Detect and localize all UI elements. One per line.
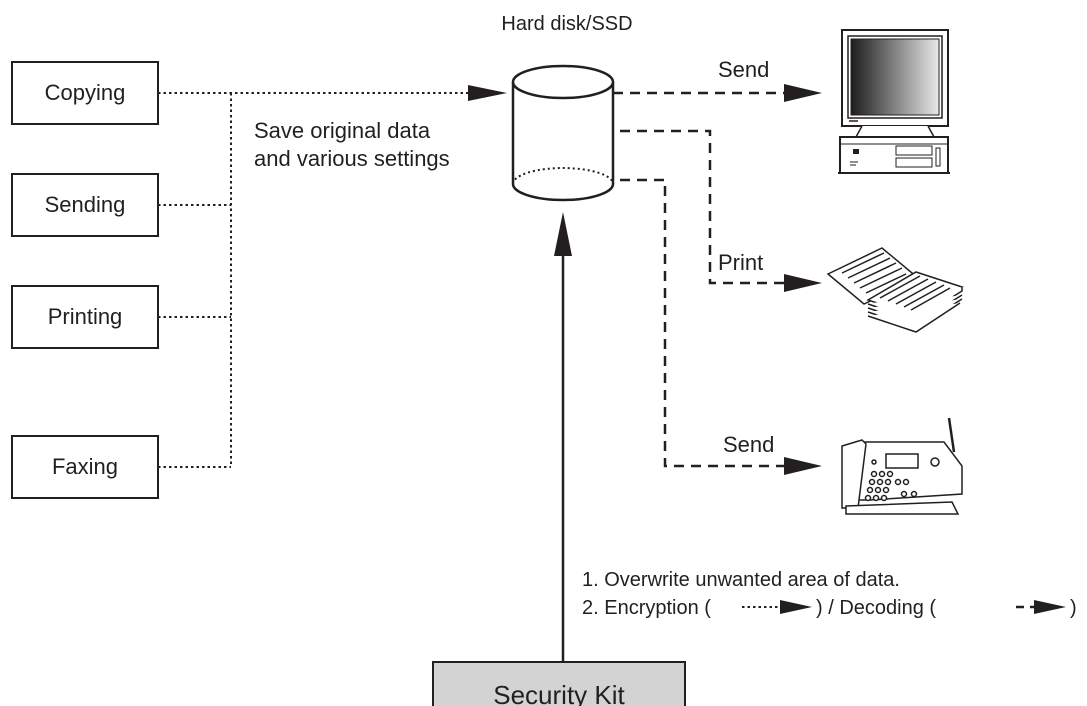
output-send-fax-label: Send	[723, 432, 774, 457]
paper-stack-icon	[826, 247, 964, 333]
security-kit-label: Security Kit	[493, 680, 625, 706]
kit-note-decoding: ) / Decoding (	[816, 597, 936, 619]
kit-note-line2: 2. Encryption ( ) / Decoding ( )	[582, 597, 1077, 619]
source-printing: Printing	[11, 285, 159, 349]
decoding-connectors	[613, 84, 822, 475]
source-label: Printing	[48, 304, 123, 329]
save-note-line1: Save original data	[254, 118, 431, 143]
output-print-label: Print	[718, 250, 763, 275]
arrowhead	[468, 85, 507, 101]
computer-icon	[838, 29, 950, 174]
arrowhead	[780, 600, 812, 614]
kit-note-line1: 1. Overwrite unwanted area of data.	[582, 569, 900, 591]
arrowhead	[784, 274, 822, 292]
arrowhead	[784, 84, 822, 102]
security-kit-box: Security Kit	[432, 661, 686, 706]
encryption-connectors	[158, 85, 507, 468]
source-sending: Sending	[11, 173, 159, 237]
arrowhead	[1034, 600, 1066, 614]
source-label: Copying	[45, 80, 126, 105]
arrowhead	[784, 457, 822, 475]
kit-note-encryption: 2. Encryption (	[582, 597, 711, 619]
source-faxing: Faxing	[11, 435, 159, 499]
kit-note-close: )	[1070, 597, 1077, 619]
security-kit-connector	[554, 212, 572, 662]
save-note-line2: and various settings	[254, 146, 450, 171]
hard-disk-icon	[511, 64, 615, 202]
arrowhead	[554, 212, 572, 256]
output-send-pc-label: Send	[718, 57, 769, 82]
source-label: Sending	[45, 192, 126, 217]
source-label: Faxing	[52, 454, 118, 479]
fax-machine-icon	[841, 417, 963, 515]
source-copying: Copying	[11, 61, 159, 125]
storage-label: Hard disk/SSD	[501, 13, 632, 35]
